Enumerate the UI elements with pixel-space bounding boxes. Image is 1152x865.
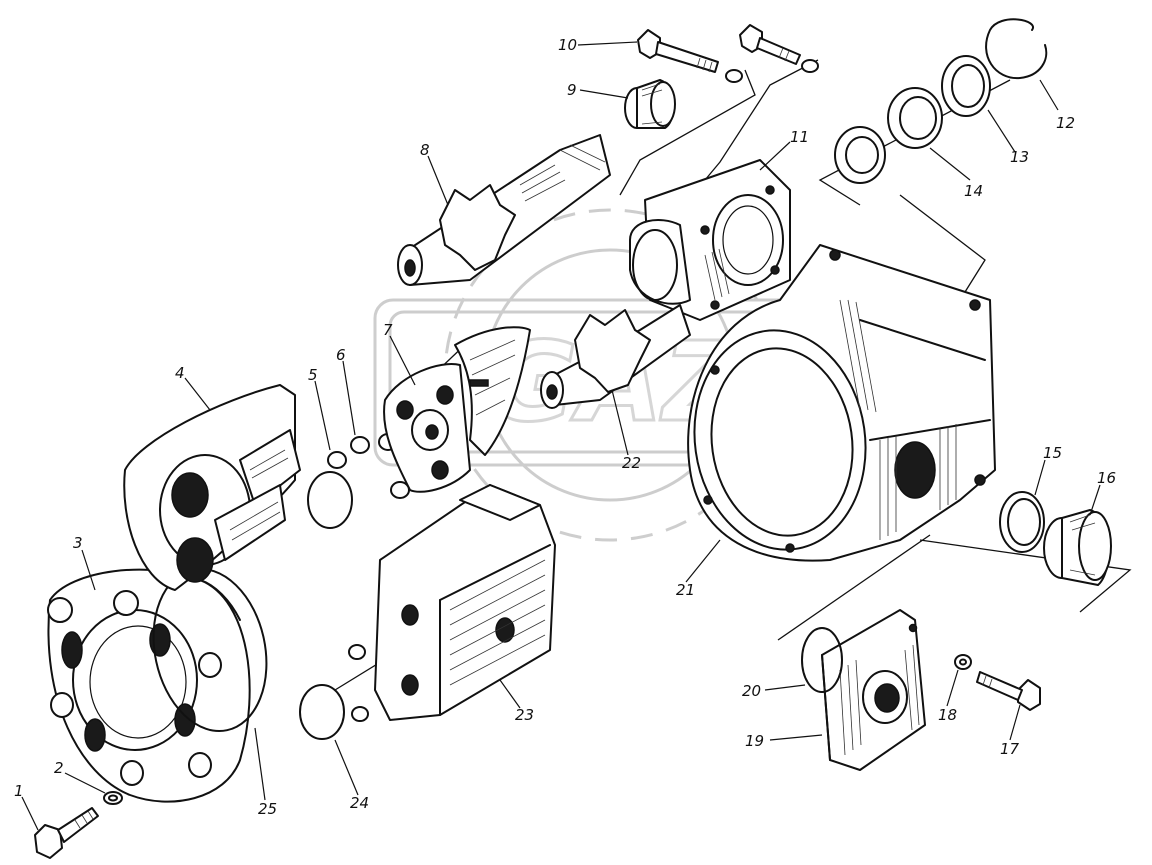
label-18: 18 <box>938 706 957 724</box>
part-16-bushing <box>1043 509 1112 586</box>
part-22-driven-gear <box>540 304 691 409</box>
part-5-disc <box>327 451 347 469</box>
part-19-outlet-flange <box>821 609 926 771</box>
label-15: 15 <box>1043 444 1062 462</box>
label-19: 19 <box>745 732 764 750</box>
part-18-washer <box>954 654 972 670</box>
label-8: 8 <box>420 141 430 159</box>
part-labels: 1 2 3 4 5 6 7 8 9 10 11 12 13 14 15 16 1… <box>14 36 1116 818</box>
label-22: 22 <box>622 454 641 472</box>
label-4: 4 <box>175 364 185 382</box>
part-3-end-cover <box>47 568 251 803</box>
label-24: 24 <box>350 794 369 812</box>
assembly-axis-lines <box>334 59 1132 691</box>
label-21: 21 <box>676 581 695 599</box>
label-11: 11 <box>790 128 809 146</box>
label-3: 3 <box>73 534 83 552</box>
label-23: 23 <box>515 706 534 724</box>
part-14-bearing <box>834 87 943 184</box>
label-10: 10 <box>558 36 577 54</box>
part-1-bolt <box>34 807 99 859</box>
label-20: 20 <box>742 682 761 700</box>
part-13-ring <box>941 55 991 117</box>
label-16: 16 <box>1097 469 1116 487</box>
part-23-gear-housing-block <box>348 484 556 722</box>
part-20-o-ring <box>801 627 843 693</box>
label-14: 14 <box>964 182 983 200</box>
label-7: 7 <box>383 321 393 339</box>
part-24-disc <box>299 684 345 740</box>
label-2: 2 <box>54 759 64 777</box>
part-bolt-upper <box>739 24 819 73</box>
label-17: 17 <box>1000 740 1020 758</box>
label-12: 12 <box>1056 114 1075 132</box>
part-12-snap-ring <box>985 18 1048 80</box>
part-17-bolt <box>976 671 1041 711</box>
part-7-bearing-plate <box>383 326 531 493</box>
label-5: 5 <box>308 366 318 384</box>
part-8-drive-gear-shaft <box>397 134 611 286</box>
label-1: 1 <box>14 782 24 800</box>
part-15-gasket <box>999 491 1045 553</box>
label-6: 6 <box>336 346 346 364</box>
part-9-roller-bearing <box>624 79 676 129</box>
label-13: 13 <box>1010 148 1029 166</box>
label-25: 25 <box>258 800 277 818</box>
part-10-bolt <box>637 29 743 83</box>
part-21-pump-housing <box>687 244 996 562</box>
part-6-disc <box>307 433 410 529</box>
part-2-washer <box>103 791 123 805</box>
part-11-flange-cover <box>629 159 791 321</box>
leader-lines <box>21 41 1101 831</box>
part-4-bushing-block <box>123 384 301 591</box>
label-9: 9 <box>567 81 577 99</box>
